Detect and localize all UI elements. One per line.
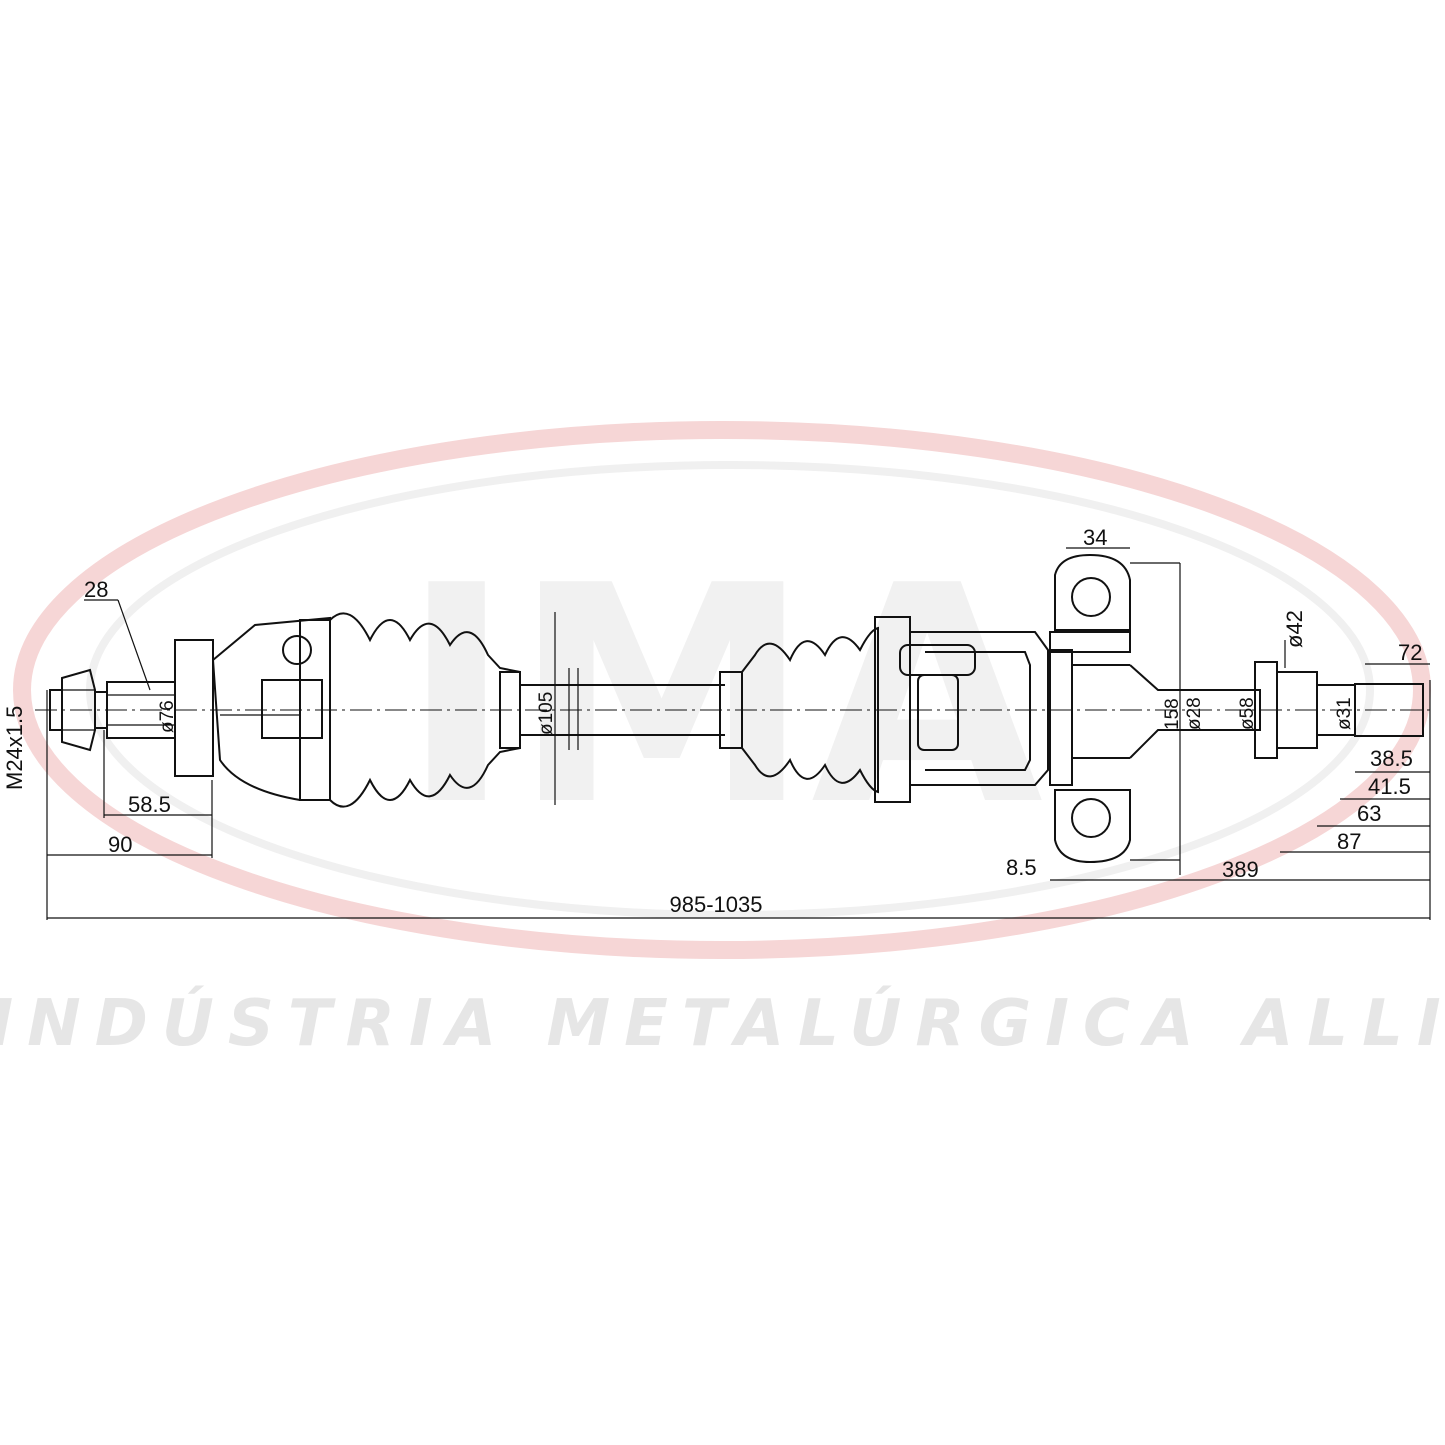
dim-105: ø105 [536, 692, 557, 735]
support-bearing-bracket [1049, 553, 1131, 864]
dim-41-5: 41.5 [1368, 774, 1411, 799]
dim-28-right: ø28 [1184, 697, 1205, 730]
watermark: IMA INDÚSTRIA METALÚRGICA ALLI [0, 421, 1445, 1061]
inner-boot [719, 626, 879, 794]
main-shaft [520, 668, 725, 750]
inner-tripod-housing [874, 616, 1049, 803]
dimension-lines [46, 547, 1431, 920]
brand-tagline: INDÚSTRIA METALÚRGICA ALLI [0, 985, 1445, 1061]
dim-389: 389 [1222, 857, 1259, 882]
dim-total-length: 985-1035 [670, 892, 763, 917]
axle-nut [49, 668, 108, 752]
dim-28-left: 28 [84, 577, 108, 602]
dim-34: 34 [1083, 525, 1107, 550]
dim-42: ø42 [1282, 610, 1307, 648]
inner-stub-shaft [1129, 661, 1424, 759]
dim-58-5: 58.5 [128, 792, 171, 817]
outer-stub-shaft [106, 639, 214, 777]
dim-thread: M24x1.5 [2, 706, 27, 790]
dim-31: ø31 [1334, 697, 1355, 730]
dim-58: ø58 [1237, 697, 1258, 730]
brand-logo-text: IMA [401, 522, 1046, 871]
dim-38-5: 38.5 [1370, 746, 1413, 771]
dim-8-5: 8.5 [1006, 855, 1037, 880]
dim-76: ø76 [157, 700, 178, 733]
dim-63: 63 [1357, 801, 1381, 826]
dim-90: 90 [108, 832, 132, 857]
dim-87: 87 [1337, 829, 1361, 854]
outer-boot [329, 612, 521, 808]
dim-158: 158 [1162, 698, 1183, 730]
dimension-labels: M24x1.5 28 ø76 58.5 90 ø105 34 ø42 72 15… [2, 525, 1422, 917]
outer-cv-joint [211, 616, 331, 801]
dim-72: 72 [1398, 640, 1422, 665]
